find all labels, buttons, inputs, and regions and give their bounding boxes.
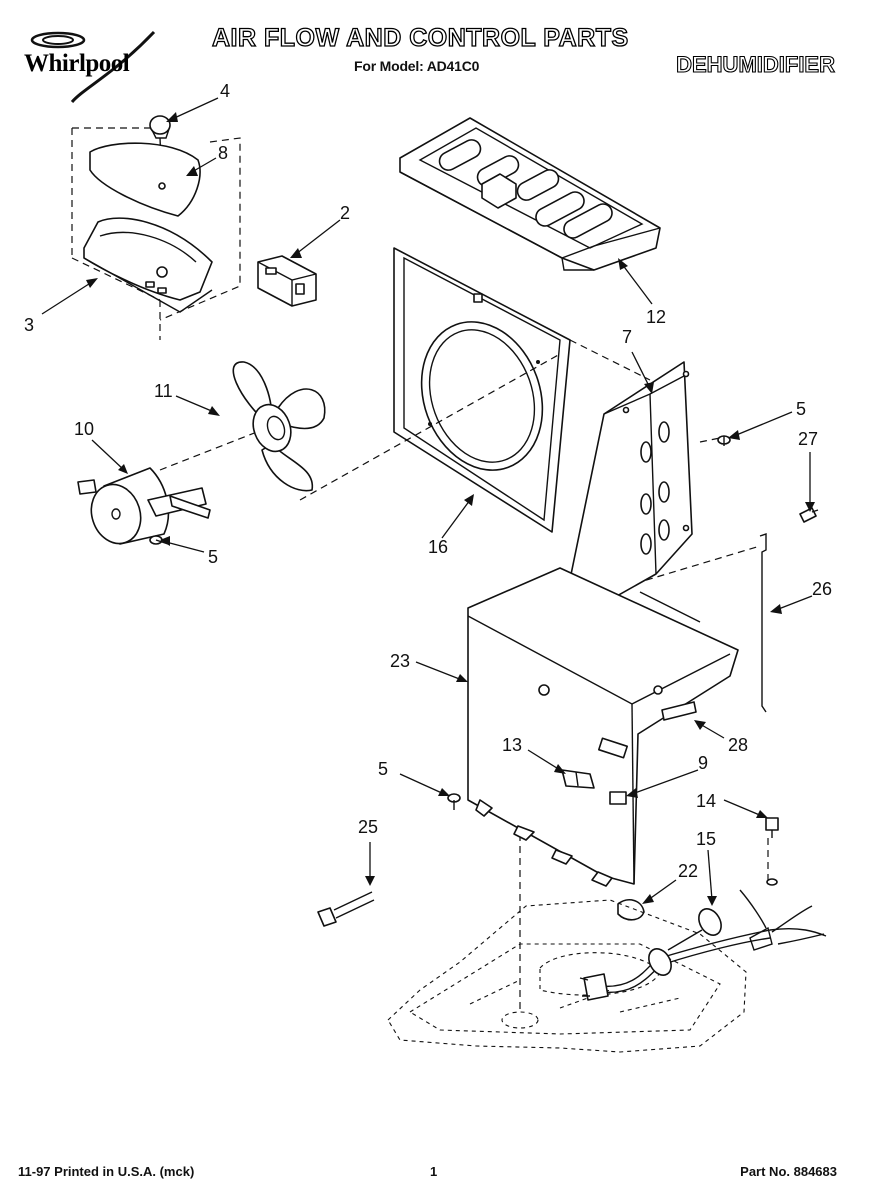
callout-28: 28	[728, 735, 749, 755]
callout-3: 3	[24, 315, 35, 335]
footer-page-number: 1	[430, 1164, 438, 1179]
screw-part	[765, 817, 779, 886]
callout-13: 13	[502, 735, 523, 755]
callout-27: 27	[798, 429, 819, 449]
switch-holder-part	[561, 769, 595, 789]
control-assembly	[71, 115, 317, 340]
callout-14: 14	[696, 791, 717, 811]
callout-2: 2	[340, 203, 351, 223]
product-name: DEHUMIDIFIER	[676, 51, 836, 77]
callout-12: 12	[646, 307, 667, 327]
footer-part-number: Part No. 884683	[740, 1164, 837, 1179]
callout-26: 26	[812, 579, 833, 599]
fan-shroud-part	[393, 247, 571, 533]
clip-part	[609, 791, 627, 805]
callout-8: 8	[218, 143, 229, 163]
whirlpool-logo: Whirlpool	[14, 28, 182, 110]
control-panel-cover-part	[89, 142, 201, 217]
callout-16: 16	[428, 537, 449, 557]
page-title: AIR FLOW AND CONTROL PARTS	[211, 23, 629, 52]
callout-22: 22	[678, 861, 699, 881]
base-pan-part	[387, 899, 747, 1053]
brand-name: Whirlpool	[24, 50, 130, 77]
model-line: For Model: AD41C0	[354, 58, 480, 74]
bracket-part	[559, 361, 693, 629]
callout-23: 23	[390, 651, 411, 671]
callout-5: 5	[796, 399, 807, 419]
whirlpool-swirl-logo-icon	[30, 30, 156, 104]
screw-part	[447, 793, 461, 810]
top-cover-part	[399, 117, 661, 271]
control-panel-part	[83, 217, 213, 313]
screw-part	[799, 507, 819, 523]
leader-lines	[41, 97, 815, 906]
wire-tie-part	[317, 891, 375, 927]
power-cord-part	[579, 889, 827, 1001]
callout-15: 15	[696, 829, 717, 849]
fan-motor-part	[77, 467, 211, 545]
callout-11: 11	[154, 381, 173, 401]
callout-4: 4	[220, 81, 231, 101]
knob-part	[149, 115, 171, 139]
label-part	[661, 701, 697, 721]
callout-9: 9	[698, 753, 709, 773]
callout-5: 5	[378, 759, 389, 779]
callout-7: 7	[622, 327, 633, 347]
callout-10: 10	[74, 419, 95, 439]
wire-part	[759, 533, 767, 713]
strain-relief-part	[617, 899, 645, 921]
fan-blade-part	[232, 361, 326, 492]
callout-25: 25	[358, 817, 379, 837]
switch-part	[257, 255, 317, 307]
footer-printed: 11-97 Printed in U.S.A. (mck)	[18, 1164, 195, 1179]
screw-part	[717, 435, 731, 446]
callout-5: 5	[208, 547, 219, 567]
